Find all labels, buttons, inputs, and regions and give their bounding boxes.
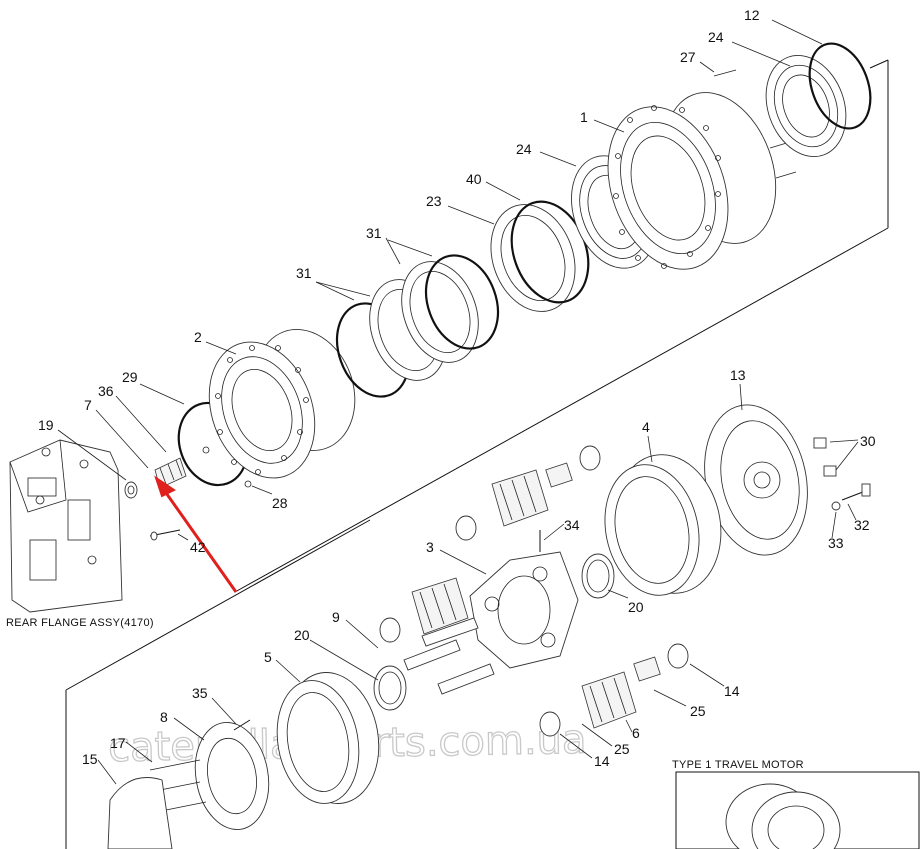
- part-35-bolt: [233, 719, 251, 731]
- part-6-planet-gear: [581, 671, 637, 729]
- part-13-cover: [704, 404, 808, 556]
- callout-33: 33: [828, 535, 844, 551]
- callout-42: 42: [190, 539, 206, 555]
- callout-13: 13: [730, 367, 746, 383]
- callout-24-lower: 24: [516, 141, 532, 157]
- leader-lines: [57, 19, 859, 785]
- callout-34: 34: [564, 517, 580, 533]
- callout-4: 4: [642, 419, 650, 435]
- callout-20-left: 20: [294, 627, 310, 643]
- callout-3: 3: [426, 539, 434, 555]
- red-arrow-icon: [154, 475, 238, 593]
- callout-5: 5: [264, 649, 272, 665]
- callout-15: 15: [82, 751, 98, 767]
- rear-flange-label: REAR FLANGE ASSY(4170): [6, 617, 154, 629]
- part-15-cover: [107, 777, 173, 849]
- planet-gear-upper: [491, 469, 549, 527]
- callout-6: 6: [632, 725, 640, 741]
- part-4-ring-gear: [604, 454, 722, 596]
- callout-31-upper: 31: [366, 225, 382, 241]
- part-9-pins: [403, 617, 495, 695]
- callout-35: 35: [192, 685, 208, 701]
- callout-14-right: 14: [724, 683, 740, 699]
- callout-19: 19: [38, 417, 54, 433]
- callout-8: 8: [160, 709, 168, 725]
- callout-1: 1: [580, 109, 588, 125]
- callout-24-upper: 24: [708, 29, 724, 45]
- part-27-pin: [713, 69, 737, 77]
- callout-7: 7: [84, 397, 92, 413]
- part-30-plugs: [813, 437, 837, 477]
- part-1-hub: [607, 92, 797, 270]
- part-8-sun-gear: [194, 722, 270, 830]
- type1-inset-frame: [675, 771, 920, 849]
- callout-40: 40: [466, 171, 482, 187]
- part-31-seal-rings: [369, 261, 479, 381]
- callout-32: 32: [854, 517, 870, 533]
- type1-label: TYPE 1 TRAVEL MOTOR: [672, 759, 804, 771]
- callout-17: 17: [110, 735, 126, 751]
- part-25-needle-bearings: [545, 462, 661, 682]
- callout-28: 28: [272, 495, 288, 511]
- part-31-o-ring-b: [424, 254, 500, 350]
- part-5-ring-gear: [276, 672, 380, 804]
- part-19: [124, 481, 138, 499]
- callout-23: 23: [426, 193, 442, 209]
- callout-36: 36: [98, 383, 114, 399]
- callout-29: 29: [122, 369, 138, 385]
- part-20-thrust-rings: [373, 553, 615, 711]
- callout-30: 30: [860, 433, 876, 449]
- part-33-washer: [831, 501, 841, 511]
- callout-20-right: 20: [628, 599, 644, 615]
- callout-27: 27: [680, 49, 696, 65]
- part-32-bolt: [841, 483, 871, 501]
- callout-25-upper: 25: [690, 703, 706, 719]
- callout-14-lower: 14: [594, 753, 610, 769]
- part-24-bearing-b: [765, 54, 847, 158]
- part-2-housing: [208, 329, 356, 488]
- thrust-washers: [379, 445, 689, 737]
- type1-motor-drawing: [725, 783, 841, 849]
- part-42-pin: [149, 529, 181, 541]
- panel-frame: [65, 59, 889, 849]
- callout-numbers: 12 24 27 1 24 40 23 31 31 2 29 36 7 19 2…: [38, 7, 876, 769]
- callout-12: 12: [744, 7, 760, 23]
- rear-flange-drawing: [9, 439, 123, 613]
- planet-gear-left: [411, 577, 469, 635]
- part-3-carrier: [469, 551, 579, 669]
- callout-31-lower: 31: [296, 265, 312, 281]
- part-12-o-ring: [808, 42, 872, 130]
- callout-2: 2: [194, 329, 202, 345]
- callout-25-lower: 25: [614, 741, 630, 757]
- callout-9: 9: [332, 609, 340, 625]
